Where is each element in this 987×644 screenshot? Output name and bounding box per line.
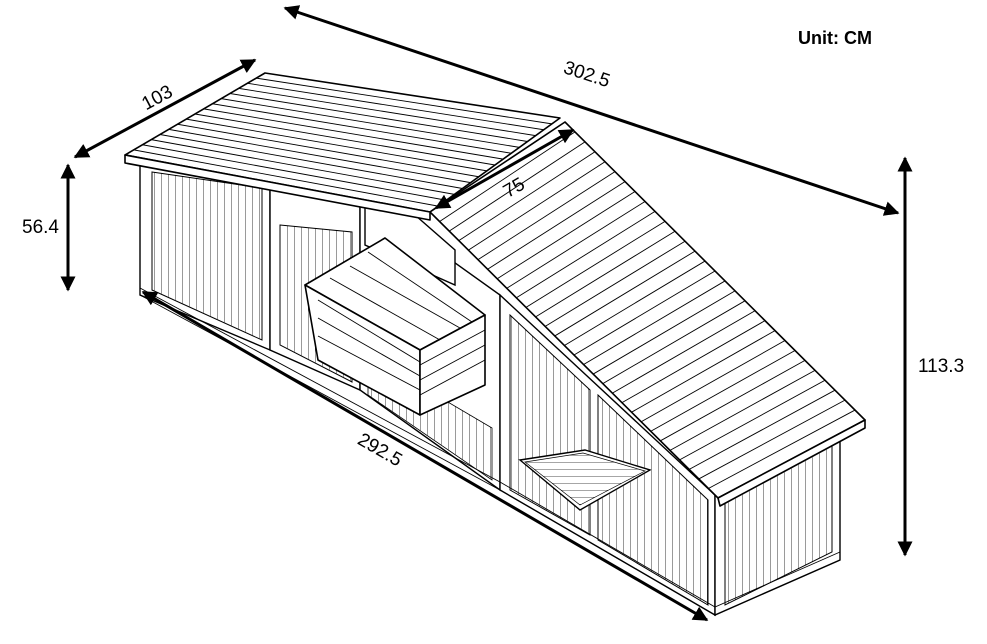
arrow-total-length — [283, 5, 900, 216]
roof-plank-line — [688, 389, 836, 470]
arrow-base-length — [141, 290, 709, 622]
roof-plank-line — [698, 399, 846, 480]
dim-total-length: 302.5 — [561, 57, 613, 92]
arrow-roof-width — [73, 58, 257, 159]
roof-plank-line — [506, 201, 646, 289]
dim-roof-width: 103 — [138, 81, 176, 114]
unit-label: Unit: CM — [798, 28, 872, 48]
dimension-arrows — [60, 5, 913, 622]
roof-plank-line — [708, 409, 856, 489]
left-end-mesh — [151, 171, 263, 341]
dim-base-length: 292.5 — [354, 429, 406, 471]
roof-plank-line — [516, 211, 656, 299]
dim-total-height: 113.3 — [918, 356, 964, 377]
dim-side-height: 56.4 — [22, 217, 59, 238]
arrow-ramp-roof-length — [434, 128, 575, 210]
